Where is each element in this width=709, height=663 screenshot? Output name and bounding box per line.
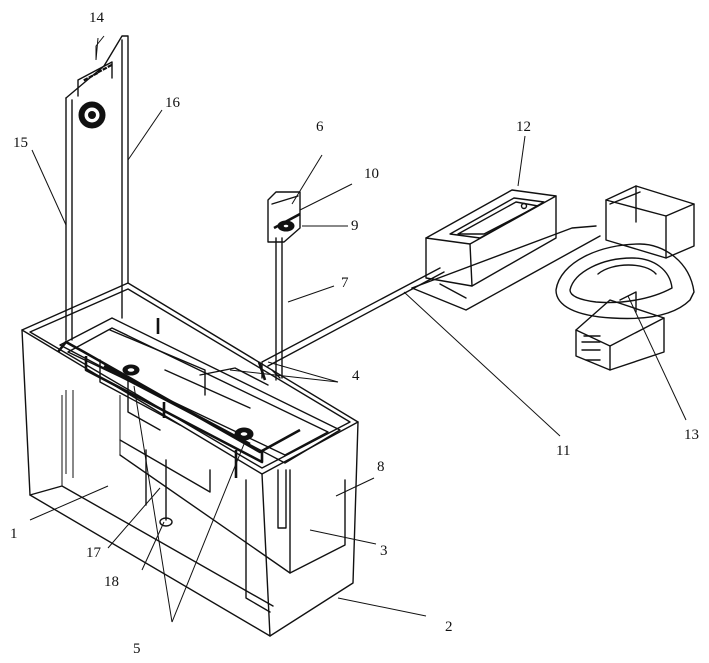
label-3: 3 [380, 543, 388, 559]
label-1: 1 [10, 526, 18, 542]
inner-tray [59, 317, 341, 493]
label-10: 10 [364, 166, 379, 182]
label-8: 8 [377, 459, 385, 475]
label-15: 15 [13, 135, 28, 151]
label-4: 4 [352, 368, 360, 384]
label-6: 6 [316, 119, 324, 135]
label-13: 13 [684, 427, 699, 443]
column-fixture [267, 191, 301, 381]
reference-labels: 1 2 3 4 5 6 7 8 9 10 11 12 13 14 15 16 1… [10, 10, 699, 657]
label-17: 17 [86, 545, 102, 561]
tall-panel: ▬▬▬ ▬▬▬ [65, 35, 129, 341]
label-12: 12 [516, 119, 531, 135]
toilet [555, 185, 695, 371]
label-14: 14 [89, 10, 105, 26]
leader-lines [29, 37, 687, 623]
label-5: 5 [133, 641, 141, 657]
label-16: 16 [165, 95, 181, 111]
label-2: 2 [445, 619, 453, 635]
label-11: 11 [556, 443, 570, 459]
basin [411, 189, 601, 311]
main-tank [21, 282, 359, 637]
label-9: 9 [351, 218, 359, 234]
label-18: 18 [104, 574, 119, 590]
long-pipe [261, 267, 445, 367]
valves [122, 318, 267, 441]
label-7: 7 [341, 275, 349, 291]
